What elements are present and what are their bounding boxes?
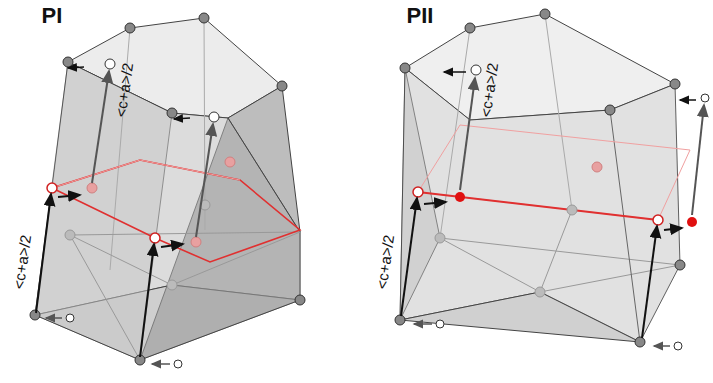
panel-title: PII	[407, 5, 434, 27]
panel-title: PI	[42, 5, 63, 27]
vector-label: <c+a>/2	[374, 234, 396, 290]
vector-label: <c+a>/2	[11, 234, 33, 290]
